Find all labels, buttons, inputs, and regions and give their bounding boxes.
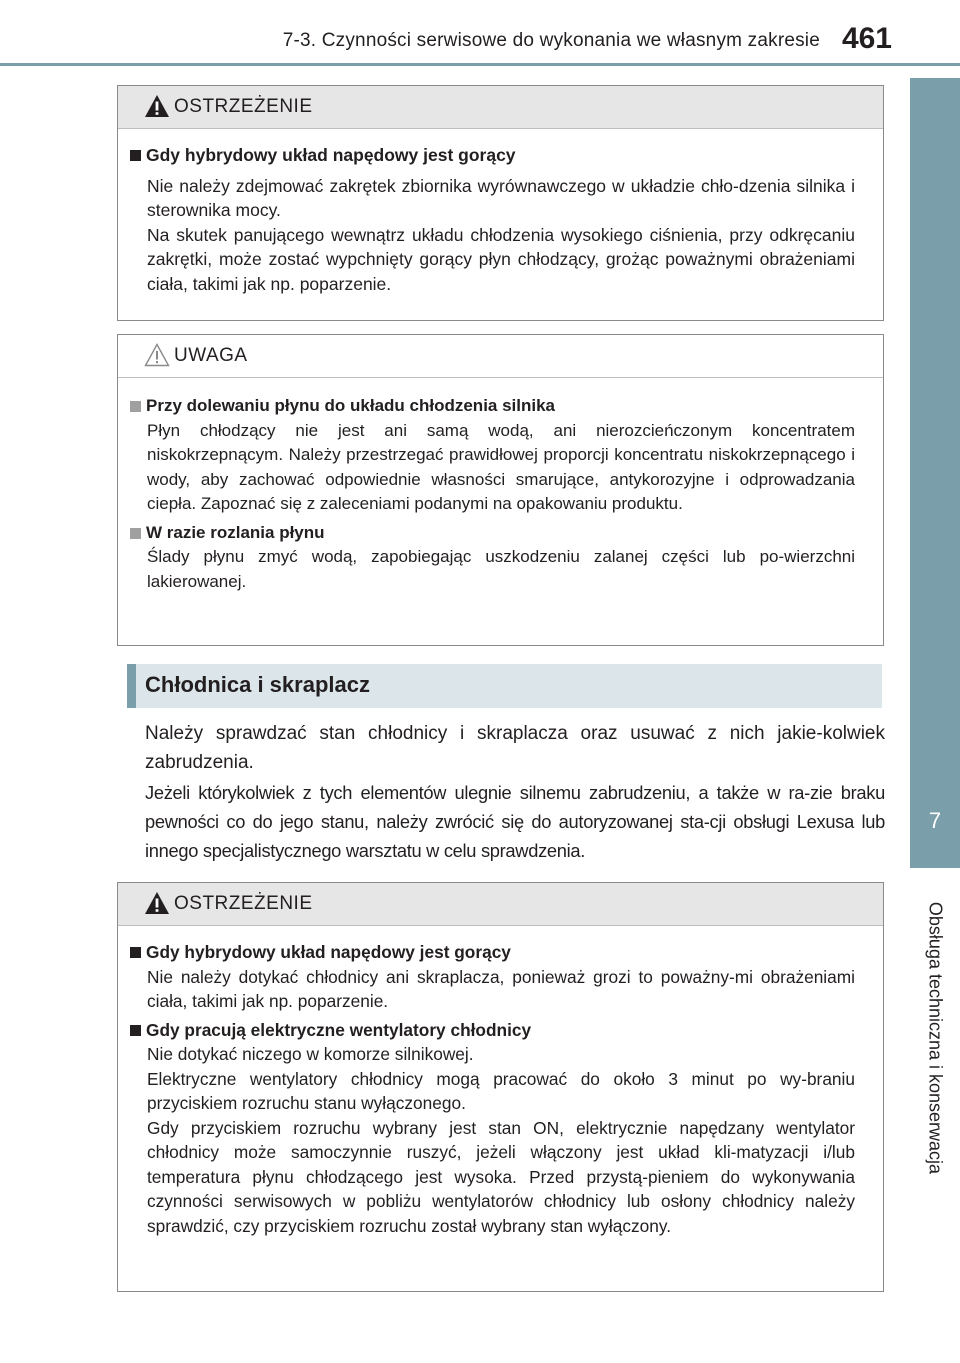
section-title: 7-3. Czynności serwisowe do wykonania we… bbox=[282, 30, 820, 51]
warning-item-title: Gdy hybrydowy układ napędowy jest gorący bbox=[130, 143, 855, 168]
page-header: 7-3. Czynności serwisowe do wykonania we… bbox=[0, 0, 960, 66]
warning-paragraph: Gdy przyciskiem rozruchu wybrany jest st… bbox=[147, 1117, 855, 1236]
warning-item-title: Gdy hybrydowy układ napędowy jest gorący bbox=[130, 940, 855, 965]
chapter-tab[interactable] bbox=[910, 78, 960, 868]
notice-label: UWAGA bbox=[174, 345, 248, 366]
warning-box-1: OSTRZEŻENIE Gdy hybrydowy układ napędowy… bbox=[117, 85, 884, 321]
warning-label: OSTRZEŻENIE bbox=[174, 96, 313, 117]
warning-header: OSTRZEŻENIE bbox=[118, 86, 883, 129]
warning-item-title: Gdy pracują elektryczne wentylatory chło… bbox=[130, 1018, 855, 1043]
square-bullet-icon bbox=[130, 1024, 141, 1036]
warning-paragraph: Na skutek panującego wewnątrz układu chł… bbox=[147, 224, 855, 294]
body-paragraph: Należy sprawdzać stan chłodnicy i skrapl… bbox=[145, 723, 885, 773]
warning-paragraph: Nie dotykać niczego w komorze silnikowej… bbox=[147, 1044, 474, 1064]
chapter-number: 7 bbox=[928, 808, 942, 833]
notice-header: UWAGA bbox=[118, 335, 883, 378]
warning-paragraph: Nie należy dotykać chłodnicy ani skrapla… bbox=[147, 966, 855, 1012]
square-bullet-icon bbox=[130, 947, 141, 958]
page-number: 461 bbox=[841, 22, 892, 55]
square-bullet-icon bbox=[130, 401, 141, 412]
warning-paragraph: Elektryczne wentylatory chłodnicy mogą p… bbox=[147, 1068, 855, 1114]
section-heading-text: Chłodnica i skraplacz bbox=[145, 672, 370, 697]
warning-triangle-icon bbox=[145, 95, 169, 117]
warning-header: OSTRZEŻENIE bbox=[118, 883, 883, 926]
heading-accent-bar bbox=[127, 664, 136, 708]
notice-paragraph: Ślady płynu zmyć wodą, zapobiegając uszk… bbox=[147, 547, 855, 591]
warning-label: OSTRZEŻENIE bbox=[174, 893, 313, 914]
square-bullet-icon bbox=[130, 150, 141, 161]
section-heading: Chłodnica i skraplacz bbox=[127, 664, 882, 708]
warning-box-2: OSTRZEŻENIE Gdy hybrydowy układ napędowy… bbox=[117, 882, 884, 1292]
caution-triangle-icon bbox=[144, 343, 170, 367]
square-bullet-icon bbox=[130, 527, 141, 539]
notice-item-title: W razie rozlania płynu bbox=[130, 521, 855, 546]
header-rule bbox=[0, 63, 960, 66]
body-paragraph: Jeżeli którykolwiek z tych elementów ule… bbox=[145, 782, 885, 861]
warning-paragraph: Nie należy zdejmować zakrętek zbiornika … bbox=[147, 175, 855, 221]
chapter-title: Obsługa techniczna i konserwacja bbox=[925, 901, 946, 1175]
notice-paragraph: Płyn chłodzący nie jest ani samą wodą, a… bbox=[147, 420, 855, 514]
warning-triangle-icon bbox=[145, 892, 169, 914]
notice-item-title: Przy dolewaniu płynu do układu chłodzeni… bbox=[130, 394, 855, 419]
notice-box: UWAGA Przy dolewaniu płynu do układu chł… bbox=[117, 334, 884, 646]
